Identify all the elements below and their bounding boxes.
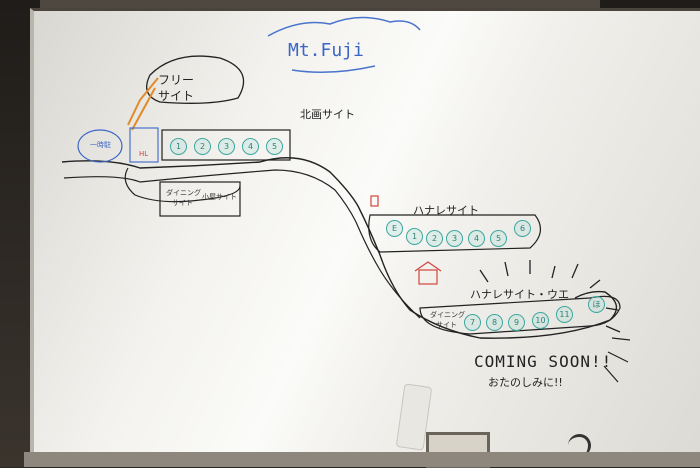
hanare-west-end: ほ (588, 296, 605, 313)
north-site-5: 5 (266, 138, 283, 155)
hanare-west-site-8: 8 (486, 314, 503, 331)
toilet-icon (370, 195, 379, 207)
hanare-site-label: ハナレサイト (413, 204, 479, 217)
title-underline (291, 65, 376, 73)
cabin-roof (414, 261, 442, 272)
hanare-site-2: 2 (426, 230, 443, 247)
dining-koya-strip (159, 181, 241, 217)
north-site-strip (161, 129, 291, 161)
hanare-site-3: 3 (446, 230, 463, 247)
hanare-west-site-10: 10 (532, 312, 549, 329)
soon-lines (603, 337, 631, 383)
free-site-line1: フリー (158, 73, 195, 87)
hanare-west-site-9: 9 (508, 314, 525, 331)
left-loop (124, 167, 241, 203)
orange-path (127, 77, 159, 131)
main-road (61, 157, 618, 339)
north-site-4: 4 (242, 138, 259, 155)
coming-soon-subtitle: おたのしみに!! (488, 376, 563, 389)
hanare-site-5: 5 (490, 230, 507, 247)
main-road-edge (63, 169, 421, 319)
hanare-site-6: 6 (514, 220, 531, 237)
map-title: Mt.Fuji (288, 40, 364, 61)
hanare-west-site-11: 11 (556, 306, 573, 323)
free-site-label: フリー サイト (158, 72, 194, 104)
hal-label: HL (139, 150, 149, 158)
whiteboard (30, 8, 700, 461)
hanare-site-1: 1 (406, 228, 423, 245)
mountain-outline (267, 16, 421, 37)
dining-west-line1: ダイニング (430, 311, 465, 319)
upper-left-label: 一時駐 (90, 141, 111, 149)
free-site-outline (146, 55, 245, 104)
hanare-road (368, 214, 541, 253)
hanare-west-site-label: ハナレサイト・ウエ (470, 288, 569, 301)
hanare-west-site-7: 7 (464, 314, 481, 331)
emphasis-strokes (479, 260, 621, 333)
hal-box (129, 127, 159, 163)
dining-west-line2: サイト (436, 321, 457, 329)
coming-soon-label: COMING SOON!! (474, 352, 613, 371)
dining-label-line2: サイト (172, 199, 193, 207)
dining-label-line1: ダイニング (166, 189, 201, 197)
hanare-west-road (419, 295, 621, 335)
cabin-icon (418, 269, 438, 285)
north-site-3: 3 (218, 138, 235, 155)
hanare-site-e: E (386, 220, 403, 237)
koya-label: 小屋サイト (202, 193, 237, 201)
hanare-site-4: 4 (468, 230, 485, 247)
upper-left-parking (77, 129, 123, 163)
north-site-label: 北画サイト (300, 108, 355, 121)
free-site-line2: サイト (158, 89, 195, 103)
north-site-2: 2 (194, 138, 211, 155)
wall-hook (568, 434, 591, 457)
marker-tray (24, 452, 700, 467)
north-site-1: 1 (170, 138, 187, 155)
